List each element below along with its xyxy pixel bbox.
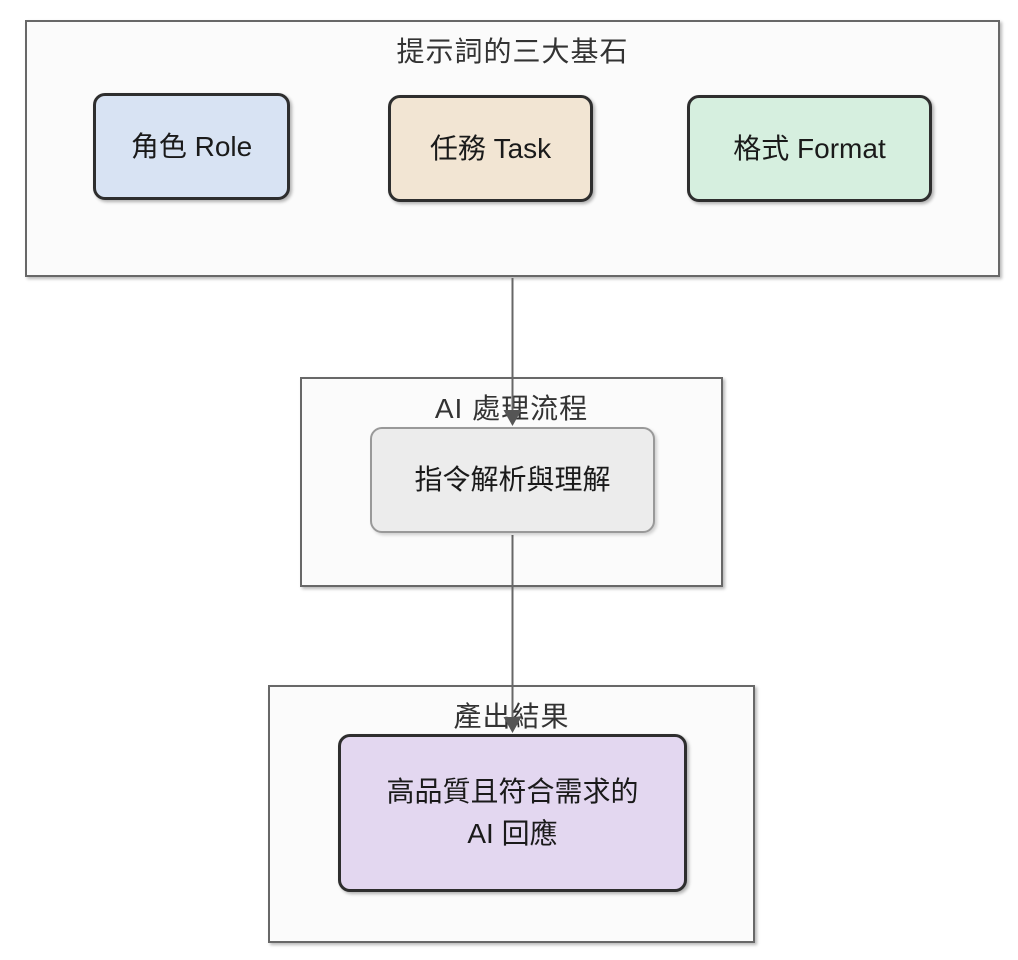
node-task: 任務 Task	[388, 95, 593, 202]
node-format: 格式 Format	[687, 95, 932, 202]
node-response: 高品質且符合需求的 AI 回應	[338, 734, 687, 892]
cluster-foundation-title: 提示詞的三大基石	[396, 36, 629, 67]
node-response-label-line2: AI 回應	[467, 818, 558, 849]
cluster-process-title: AI 處理流程	[434, 393, 589, 424]
node-role-label: 角色 Role	[130, 130, 253, 162]
node-format-label: 格式 Format	[733, 132, 886, 164]
node-parse-label: 指令解析與理解	[414, 464, 611, 495]
node-task-label: 任務 Task	[429, 132, 552, 164]
cluster-output-title: 產出結果	[453, 701, 570, 732]
node-role: 角色 Role	[93, 93, 290, 200]
node-response-label-line1: 高品質且符合需求的	[386, 776, 639, 807]
node-parse: 指令解析與理解	[370, 427, 655, 533]
